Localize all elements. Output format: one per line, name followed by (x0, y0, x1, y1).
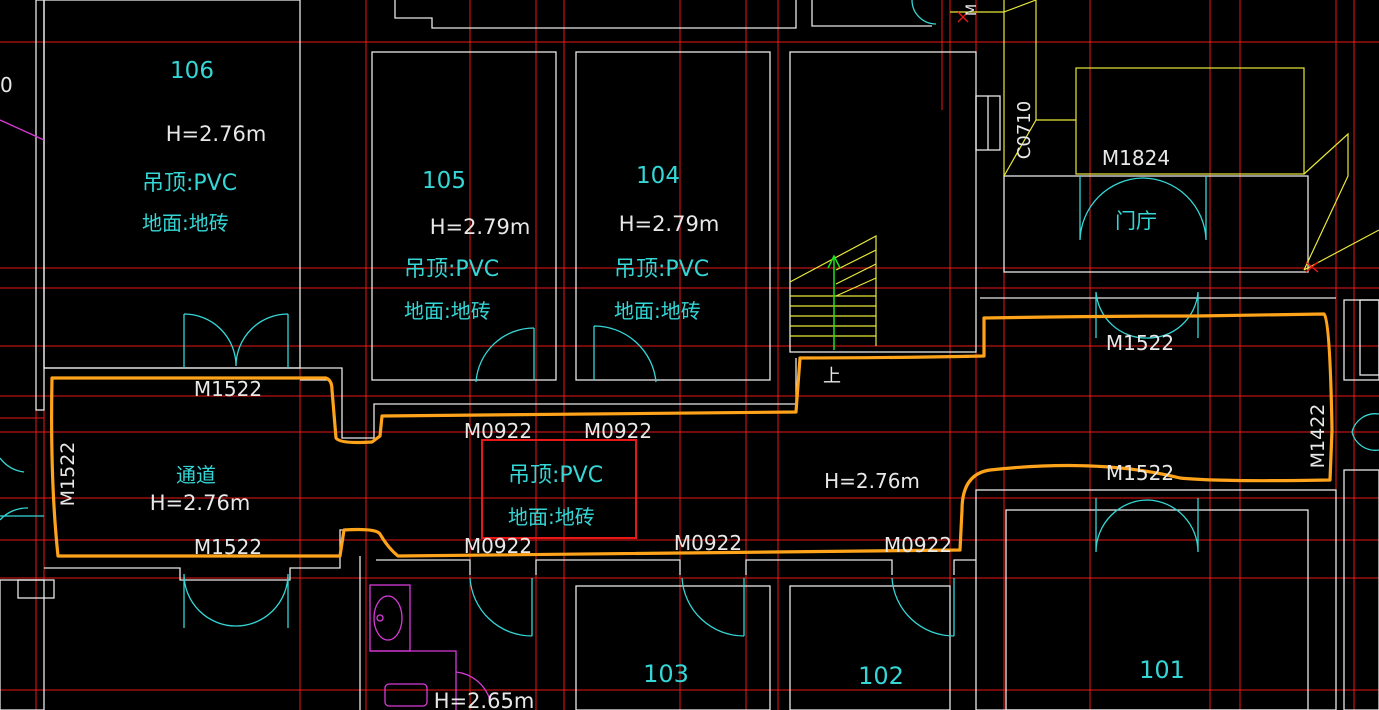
highlight-box[interactable] (481, 439, 637, 539)
room-106-number: 106 (170, 58, 214, 84)
room-106-ceiling: 吊顶:PVC (142, 171, 237, 196)
room-103-number: 103 (643, 660, 689, 688)
tag-m0922-104: M0922 (584, 419, 652, 443)
stair-and-vestibule (789, 0, 1379, 346)
sanitary-fixtures (0, 119, 491, 710)
axis-markers (957, 11, 1319, 273)
room-105-ceiling: 吊顶:PVC (404, 257, 499, 282)
tag-m0922-105: M0922 (464, 419, 532, 443)
tag-m1522-left: M1522 (57, 442, 79, 507)
tag-m0922-bottom3: M0922 (884, 533, 952, 557)
highlight-floor: 地面:地砖 (508, 505, 595, 529)
corridor-name: 通道 (176, 463, 216, 487)
toilet-height: H=2.65m (434, 689, 535, 710)
room-101-number: 101 (1139, 656, 1185, 684)
room-105-height: H=2.79m (430, 215, 531, 239)
tag-m1824: M1824 (1102, 146, 1170, 170)
tag-c0710: C0710 (1014, 101, 1035, 159)
vestibule-name: 门庁 (1115, 209, 1157, 233)
stair-arrow (827, 254, 841, 350)
tag-m0922-bottom1: M0922 (464, 534, 532, 558)
room-104-ceiling: 吊顶:PVC (614, 257, 709, 282)
corridor-height-right: H=2.76m (824, 469, 920, 493)
corridor-outline (50, 312, 1334, 558)
tag-m1522-top: M1522 (194, 377, 262, 401)
edge-fragment-left: 0 (0, 73, 13, 97)
room-102-number: 102 (858, 662, 904, 690)
tag-m1522-right: M1522 (1106, 461, 1174, 485)
stair-up-mark: 上 (823, 366, 841, 387)
room-105-floor: 地面:地砖 (404, 299, 491, 323)
corridor-height: H=2.76m (150, 491, 251, 515)
room-104-floor: 地面:地砖 (614, 299, 701, 323)
tag-m1422: M1422 (1307, 404, 1329, 469)
tag-m0922-bottom2: M0922 (674, 531, 742, 555)
room-106-floor: 地面:地砖 (142, 211, 229, 235)
room-105-number: 105 (422, 168, 466, 194)
room-106-height: H=2.76m (166, 122, 267, 146)
highlight-ceiling: 吊顶:PVC (508, 463, 603, 488)
edge-fragment-top: M (964, 4, 980, 16)
room-104-number: 104 (636, 163, 680, 189)
tag-m1522-vestibule: M1522 (1106, 331, 1174, 355)
room-104-height: H=2.79m (619, 212, 720, 236)
tag-m1522-bottom: M1522 (194, 535, 262, 559)
